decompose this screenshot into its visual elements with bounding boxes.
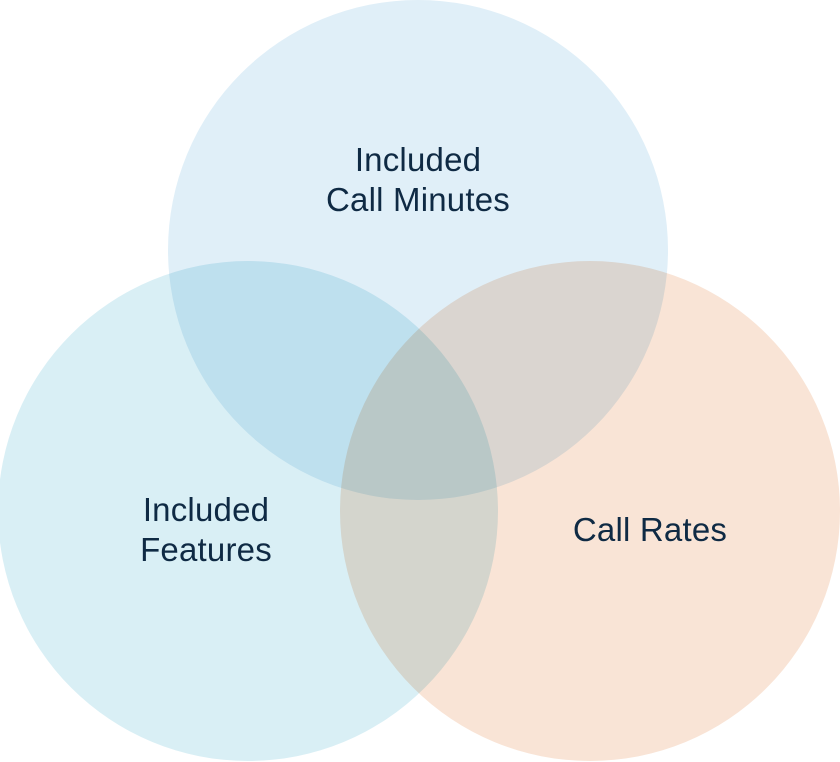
label-call-rates: Call Rates <box>448 510 840 550</box>
label-included-features: Included Features <box>0 490 412 570</box>
circle-call-rates <box>340 261 840 761</box>
label-line: Included <box>354 141 482 178</box>
label-line: Included <box>142 491 270 528</box>
label-included-call-minutes: Included Call Minutes <box>0 140 836 220</box>
label-line: Features <box>140 531 272 568</box>
label-line: Call Rates <box>572 511 728 548</box>
label-line: Call Minutes <box>326 181 510 218</box>
circle-included-features <box>0 261 498 761</box>
